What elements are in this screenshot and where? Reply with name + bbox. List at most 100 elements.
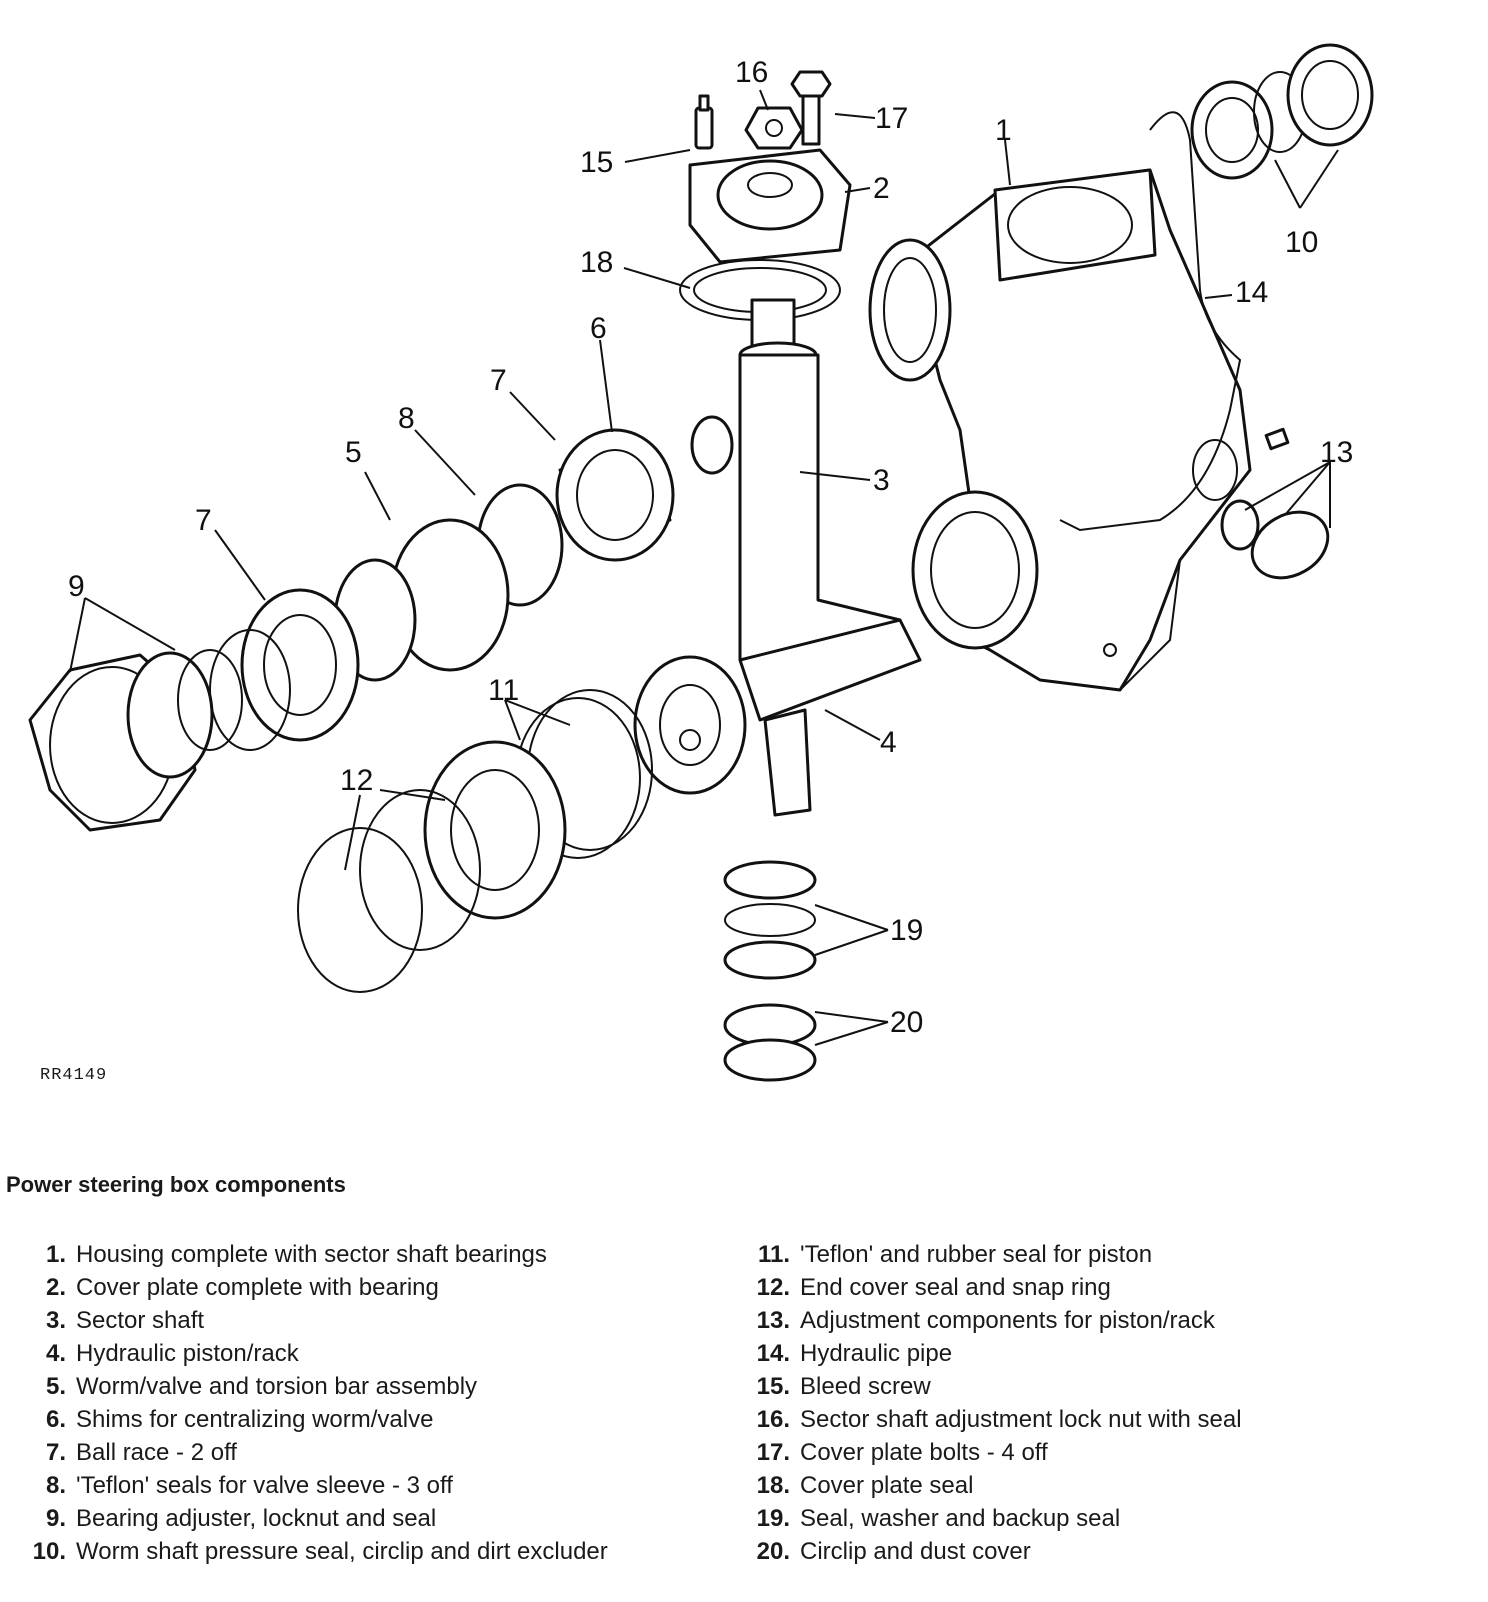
part-adjustment-components bbox=[1220, 427, 1330, 580]
legend-number: 6. bbox=[45, 1406, 66, 1433]
legend-text: Circlip and dust cover bbox=[800, 1538, 1031, 1565]
legend-item: 9. Bearing adjuster, locknut and seal bbox=[16, 1502, 666, 1535]
legend-text: Cover plate bolts - 4 off bbox=[800, 1439, 1048, 1466]
callout-2: 2 bbox=[873, 172, 890, 205]
legend-text: Cover plate complete with bearing bbox=[76, 1274, 439, 1301]
callout-8: 8 bbox=[398, 402, 415, 435]
legend-text: 'Teflon' seals for valve sleeve - 3 off bbox=[76, 1472, 453, 1499]
callout-5: 5 bbox=[345, 436, 362, 469]
callout-11: 11 bbox=[488, 674, 519, 707]
legend-item: 3. Sector shaft bbox=[16, 1304, 666, 1337]
legend-item: 15. Bleed screw bbox=[740, 1370, 1480, 1403]
legend-item: 7. Ball race - 2 off bbox=[16, 1436, 666, 1469]
legend-number: 19. bbox=[756, 1505, 790, 1532]
part-housing bbox=[868, 168, 1252, 692]
callout-14: 14 bbox=[1235, 276, 1268, 309]
legend-item: 5. Worm/valve and torsion bar assembly bbox=[16, 1370, 666, 1403]
legend-text: Shims for centralizing worm/valve bbox=[76, 1406, 434, 1433]
part-cover-plate-bolt bbox=[790, 70, 832, 146]
figure-reference: RR4149 bbox=[40, 1066, 108, 1085]
legend-number: 11. bbox=[757, 1241, 790, 1268]
callout-10: 10 bbox=[1285, 226, 1318, 259]
legend-text: Cover plate seal bbox=[800, 1472, 974, 1499]
callout-7b: 7 bbox=[195, 504, 212, 537]
part-cover-plate bbox=[688, 148, 852, 264]
legend-number: 18. bbox=[756, 1472, 790, 1499]
legend-item: 13. Adjustment components for piston/rack bbox=[740, 1304, 1480, 1337]
legend-item: 6. Shims for centralizing worm/valve bbox=[16, 1403, 666, 1436]
exploded-view-diagram: 1 2 3 4 5 6 7 7 8 9 10 11 12 13 14 15 16… bbox=[28, 43, 1374, 1082]
legend-text: Sector shaft adjustment lock nut with se… bbox=[800, 1406, 1242, 1433]
legend-item: 14. Hydraulic pipe bbox=[740, 1337, 1480, 1370]
legend-number: 4. bbox=[45, 1340, 66, 1367]
legend-number: 16. bbox=[756, 1406, 790, 1433]
legend-text: Housing complete with sector shaft beari… bbox=[76, 1241, 547, 1268]
legend-item: 10. Worm shaft pressure seal, circlip and… bbox=[16, 1535, 666, 1568]
legend-number: 14. bbox=[756, 1340, 790, 1367]
part-piston-rack bbox=[633, 618, 922, 817]
legend-item: 8. 'Teflon' seals for valve sleeve - 3 of… bbox=[16, 1469, 666, 1502]
legend-item: 12. End cover seal and snap ring bbox=[740, 1271, 1480, 1304]
callout-19: 19 bbox=[890, 914, 923, 947]
legend-number: 20. bbox=[756, 1538, 790, 1565]
leader-lines bbox=[69, 89, 1339, 1046]
callout-16: 16 bbox=[735, 56, 768, 89]
legend-item: 20. Circlip and dust cover bbox=[740, 1535, 1480, 1568]
legend-text: Bearing adjuster, locknut and seal bbox=[76, 1505, 437, 1532]
legend-text: Ball race - 2 off bbox=[76, 1439, 237, 1466]
legend-number: 9. bbox=[45, 1505, 66, 1532]
legend-item: 1. Housing complete with sector shaft bea… bbox=[16, 1238, 666, 1271]
legend-item: 17. Cover plate bolts - 4 off bbox=[740, 1436, 1480, 1469]
part-end-cover bbox=[297, 740, 567, 993]
part-worm-shaft-seals bbox=[1190, 43, 1374, 180]
part-bleed-screw bbox=[694, 94, 714, 150]
legend-text: Hydraulic piston/rack bbox=[76, 1340, 299, 1367]
legend-item: 16. Sector shaft adjustment lock nut with… bbox=[740, 1403, 1480, 1436]
callout-20: 20 bbox=[890, 1006, 923, 1039]
legend-text: Worm/valve and torsion bar assembly bbox=[76, 1373, 478, 1400]
legend-item: 2. Cover plate complete with bearing bbox=[16, 1271, 666, 1304]
part-bearing-adjuster bbox=[28, 649, 243, 832]
legend-number: 5. bbox=[45, 1373, 66, 1400]
legend-number: 2. bbox=[45, 1274, 66, 1301]
legend-text: Adjustment components for piston/rack bbox=[800, 1307, 1215, 1334]
legend-text: End cover seal and snap ring bbox=[800, 1274, 1111, 1301]
legend-number: 3. bbox=[45, 1307, 66, 1334]
legend-item: 4. Hydraulic piston/rack bbox=[16, 1337, 666, 1370]
part-hydraulic-pipe bbox=[1059, 111, 1242, 532]
legend-text: Sector shaft bbox=[76, 1307, 205, 1334]
legend-item: 18. Cover plate seal bbox=[740, 1469, 1480, 1502]
callout-4: 4 bbox=[880, 726, 897, 759]
part-shaft-seals bbox=[723, 860, 817, 980]
callout-9: 9 bbox=[68, 570, 85, 603]
legend-number: 13. bbox=[756, 1307, 790, 1334]
callout-7a: 7 bbox=[490, 364, 507, 397]
legend-number: 8. bbox=[45, 1472, 66, 1499]
callout-3: 3 bbox=[873, 464, 890, 497]
part-dust-cover bbox=[723, 1003, 817, 1082]
legend-left: 1. Housing complete with sector shaft bea… bbox=[16, 1238, 666, 1568]
legend-number: 17. bbox=[756, 1439, 790, 1466]
part-lock-nut bbox=[744, 106, 804, 150]
callout-12: 12 bbox=[340, 764, 373, 797]
callout-6: 6 bbox=[590, 312, 607, 345]
legend-number: 7. bbox=[45, 1439, 66, 1466]
legend-number: 1. bbox=[45, 1241, 66, 1268]
callout-1: 1 bbox=[995, 114, 1012, 147]
callout-17: 17 bbox=[875, 102, 908, 135]
caption-title: Power steering box components bbox=[6, 1172, 346, 1197]
legend-item: 11.'Teflon' and rubber seal for piston bbox=[740, 1238, 1480, 1271]
legend-number: 15. bbox=[756, 1373, 790, 1400]
callout-13: 13 bbox=[1320, 436, 1353, 469]
legend-text: Bleed screw bbox=[800, 1373, 931, 1400]
legend-item: 19. Seal, washer and backup seal bbox=[740, 1502, 1480, 1535]
legend-text: Hydraulic pipe bbox=[800, 1340, 953, 1367]
legend-number: 10. bbox=[32, 1538, 66, 1565]
legend-text: Worm shaft pressure seal, circlip and di… bbox=[76, 1538, 608, 1565]
callout-18: 18 bbox=[580, 246, 613, 279]
legend-text: Seal, washer and backup seal bbox=[800, 1505, 1121, 1532]
callout-15: 15 bbox=[580, 146, 613, 179]
part-worm-valve bbox=[209, 428, 675, 751]
legend-number: 12. bbox=[756, 1274, 790, 1301]
